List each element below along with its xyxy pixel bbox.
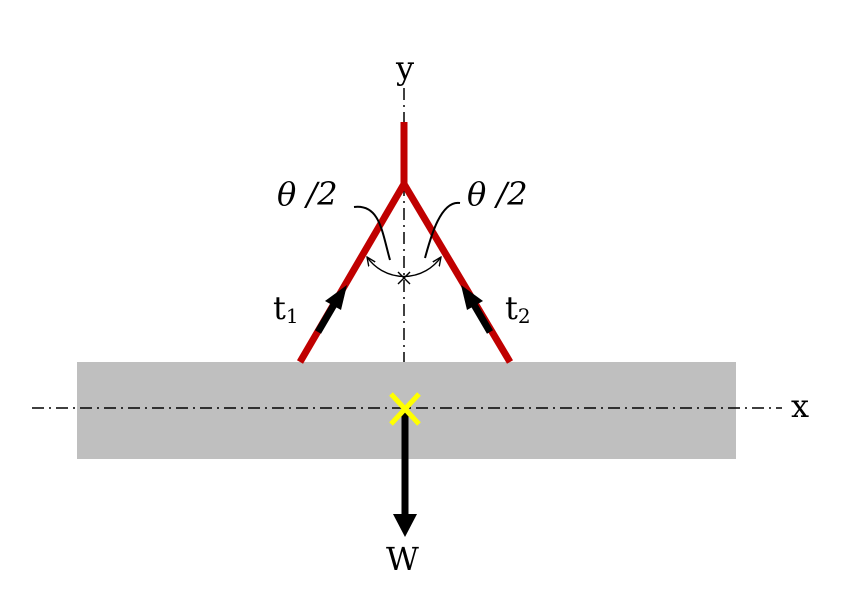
tension-label-1: t1 [273, 289, 299, 328]
tension-label-2: t2 [505, 289, 531, 328]
y-axis-label: y [396, 49, 415, 87]
angle-label-left: θ /2 [277, 175, 338, 213]
weight-label: W [386, 540, 419, 578]
angle-arc [367, 257, 441, 278]
x-axis-label: x [791, 387, 810, 425]
angle-leader-right [424, 201, 461, 259]
angle-label-right: θ /2 [467, 175, 528, 213]
center-of-mass-mark [389, 392, 421, 426]
angle-leader-left [353, 205, 391, 261]
angle-center-mark [397, 271, 411, 285]
cable [296, 122, 514, 364]
tension-arrow-2 [461, 285, 494, 334]
tension-arrow-1 [314, 285, 347, 334]
weight-arrow [393, 412, 417, 537]
